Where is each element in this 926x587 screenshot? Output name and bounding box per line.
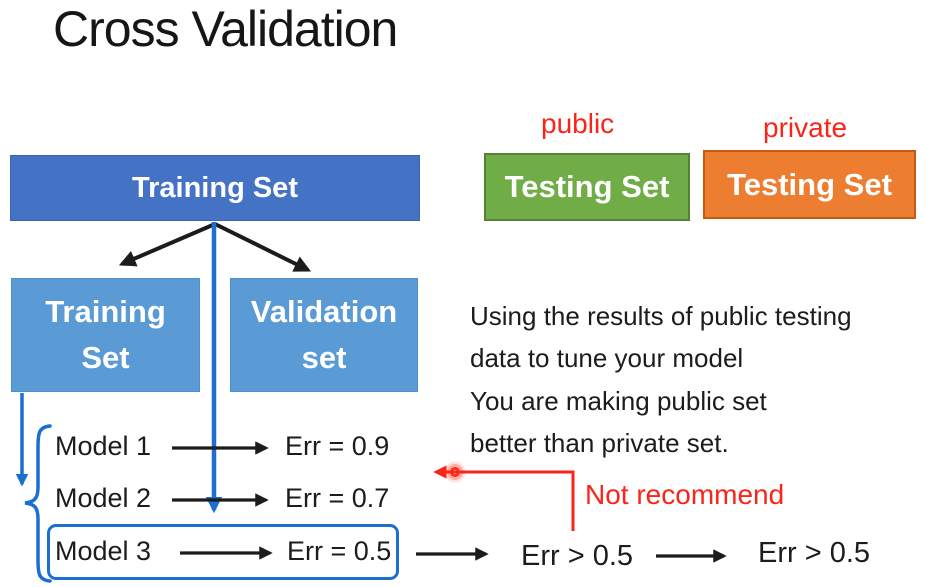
private-label: private xyxy=(763,112,848,143)
sub-training-line2: Set xyxy=(81,340,130,375)
arrow-training-to-subtraining xyxy=(118,222,216,267)
note-line-1: Using the results of public testing xyxy=(470,301,852,331)
public-testing-set-box: Testing Set xyxy=(484,153,690,221)
model-2-label: Model 2 xyxy=(55,483,152,513)
model-1-label: Model 1 xyxy=(55,431,152,461)
public-error-value: Err > 0.5 xyxy=(521,540,634,572)
private-error-value: Err > 0.5 xyxy=(758,537,871,569)
laser-pointer-dot xyxy=(444,461,466,483)
validation-line2: set xyxy=(301,340,347,375)
page-title: Cross Validation xyxy=(53,1,398,57)
validation-set-box: Validation set xyxy=(230,278,418,392)
model-1-error: Err = 0.9 xyxy=(285,431,390,461)
sub-training-set-box: Training Set xyxy=(11,278,200,392)
model-3-label: Model 3 xyxy=(55,536,152,566)
note-line-2: data to tune your model xyxy=(470,343,744,373)
training-set-box: Training Set xyxy=(10,155,420,221)
model-2-error: Err = 0.7 xyxy=(285,483,390,513)
public-label: public xyxy=(541,108,615,139)
private-testing-set-box: Testing Set xyxy=(703,150,916,219)
validation-line1: Validation xyxy=(250,294,398,329)
note-public-vs-private: You are making public set better than pr… xyxy=(470,380,767,464)
model-3-highlight-frame xyxy=(47,524,399,580)
model-3-error: Err = 0.5 xyxy=(287,536,392,566)
arrow-training-to-validation xyxy=(214,222,312,272)
note-public-tuning: Using the results of public testing data… xyxy=(470,295,852,379)
sub-training-line1: Training xyxy=(45,294,166,329)
note-line-3: You are making public set xyxy=(470,386,767,416)
note-line-4: better than private set. xyxy=(470,428,729,458)
not-recommend-label: Not recommend xyxy=(585,479,785,510)
